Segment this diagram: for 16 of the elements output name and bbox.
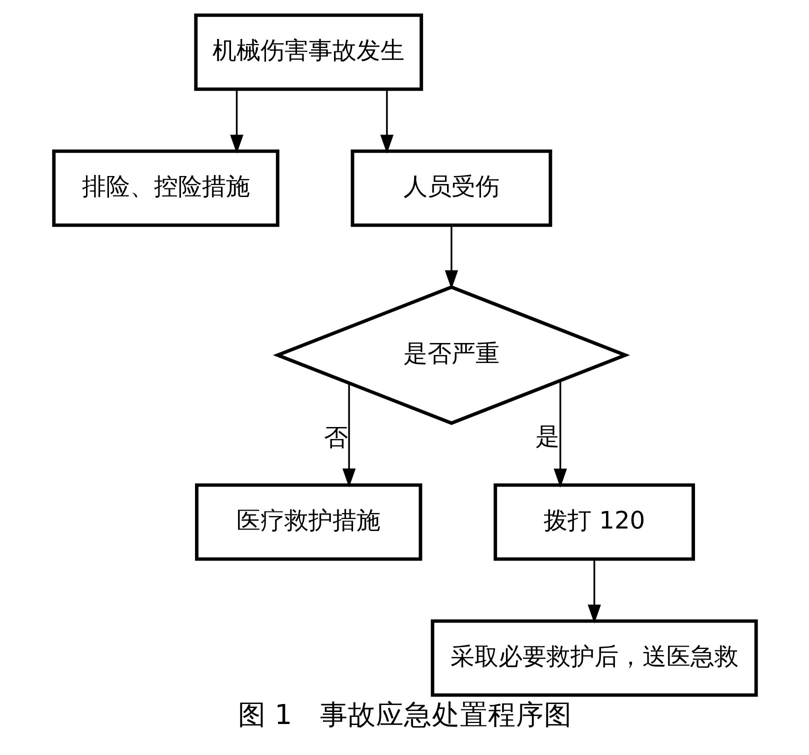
node-box: 医疗救护措施 bbox=[194, 483, 422, 561]
node-box: 机械伤害事故发生 bbox=[194, 13, 423, 91]
arrow bbox=[380, 89, 394, 154]
node-box: 采取必要救护后，送医急救 bbox=[430, 619, 758, 697]
node-diamond: 是否严重 bbox=[272, 285, 630, 425]
arrow bbox=[444, 225, 458, 290]
node-box: 排险、控险措施 bbox=[52, 149, 279, 227]
arrow bbox=[230, 89, 243, 154]
caption: 图 1 事故应急处置程序图 bbox=[237, 698, 572, 731]
node-box: 拨打 120 bbox=[493, 483, 695, 561]
edge-label: 否 bbox=[324, 424, 348, 452]
arrow bbox=[342, 383, 356, 488]
node-box: 人员受伤 bbox=[350, 149, 552, 227]
arrow bbox=[587, 559, 600, 624]
edge-label: 是 bbox=[534, 422, 559, 451]
arrow bbox=[553, 381, 566, 488]
